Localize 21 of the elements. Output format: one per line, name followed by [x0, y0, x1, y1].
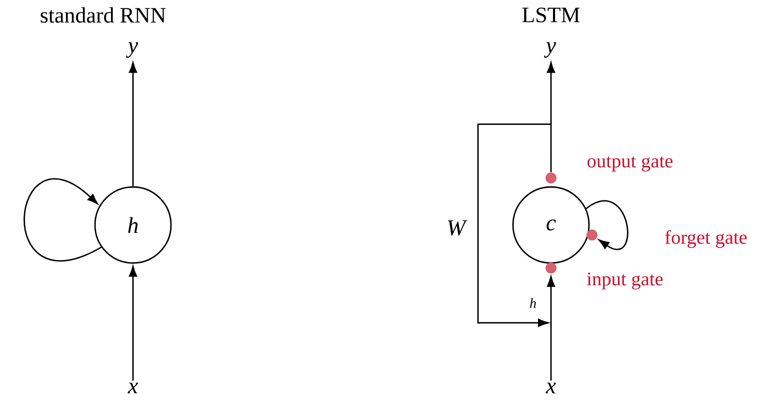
variable-label: y — [544, 42, 556, 58]
edge-label: W — [444, 218, 468, 238]
variable-label: h — [530, 298, 536, 308]
arrow — [546, 62, 556, 172]
variable-label: y — [126, 42, 138, 58]
loop-arrow — [586, 200, 628, 250]
variable-label: x — [546, 382, 556, 394]
gate-label: input gate — [587, 272, 663, 290]
gate-label: forget gate — [665, 230, 747, 248]
arrow — [128, 62, 138, 186]
gate-label: output gate — [588, 156, 673, 172]
arrow — [128, 266, 138, 381]
gate-dot — [586, 230, 598, 240]
gate-dot — [546, 172, 556, 184]
panel-title: standard RNN — [40, 7, 166, 23]
loop-arrow — [24, 178, 102, 262]
arrow — [546, 276, 556, 381]
variable-label: x — [128, 382, 138, 394]
feedback-arrow — [477, 123, 551, 327]
panel-title: LSTM — [522, 8, 580, 22]
gate-dot — [546, 262, 556, 274]
